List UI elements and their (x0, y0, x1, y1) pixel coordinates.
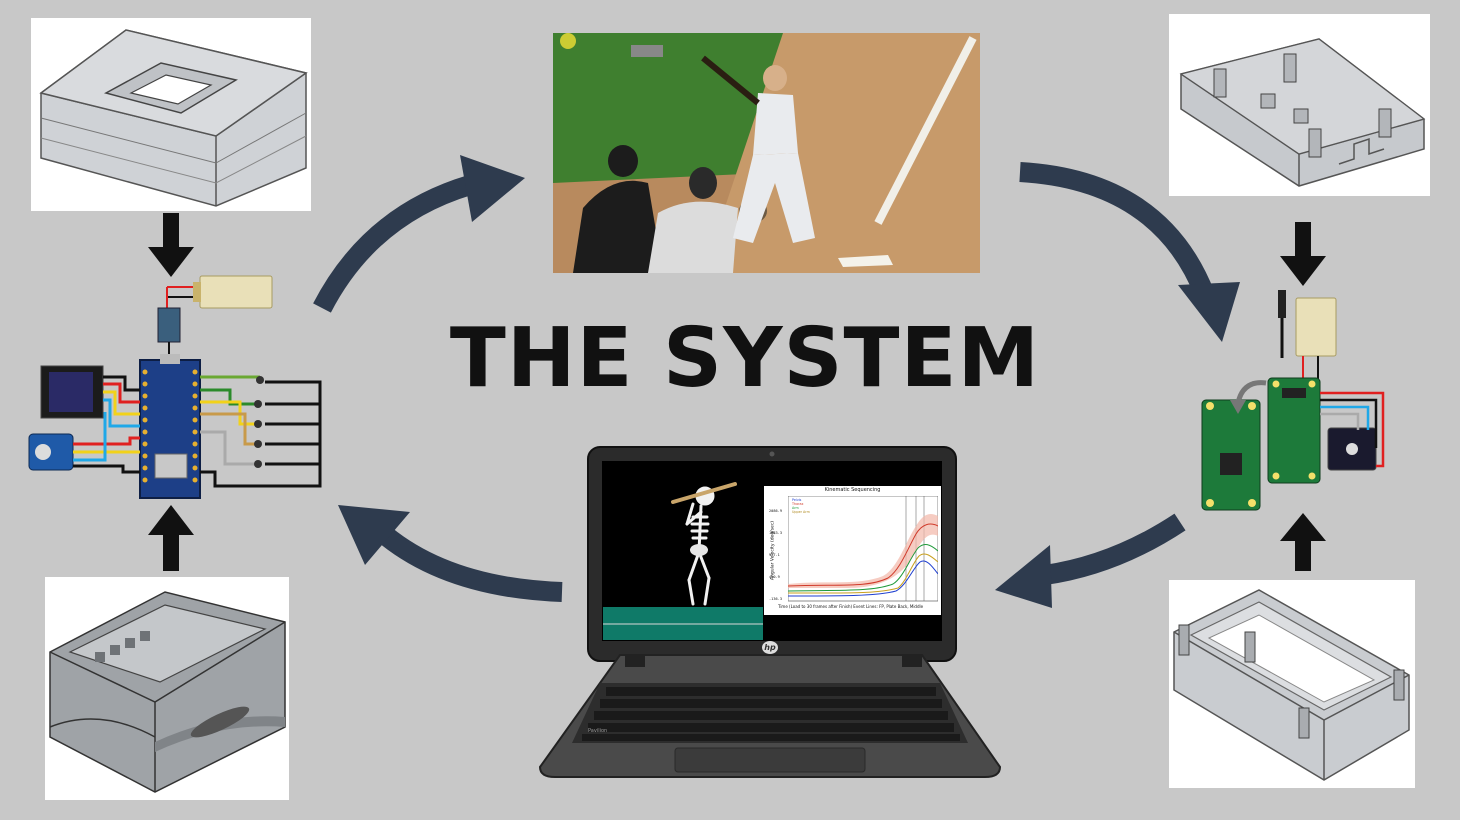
y-tick: 1533.3 (769, 531, 782, 535)
legend-item: Arm (792, 506, 799, 510)
button-icon (254, 400, 262, 408)
baseball-video-frame (553, 33, 980, 273)
circuit-raspberry-pi (1201, 290, 1385, 511)
button-icon (254, 440, 262, 448)
cad-lid-left (31, 18, 311, 211)
arrowhead-left-to-top (460, 155, 525, 222)
raspberry-pi-zero-icon (1267, 377, 1321, 484)
button-icon (254, 460, 262, 468)
charger-module-icon (157, 307, 181, 343)
chart-x-label: Time (Load to 30 frames after Finish) Ev… (778, 604, 924, 609)
arrow-laptop-to-left (378, 527, 563, 602)
button-icon (254, 420, 262, 428)
kinematic-chart-panel: Kinematic Sequencing Angular Velocity (d… (764, 486, 941, 615)
legend-item: Pelvis (792, 498, 802, 502)
arrowhead-top-to-right (1178, 282, 1240, 342)
chart-y-ticks: 2086.9 1533.3 977.1 420.9 -136.3 (769, 500, 782, 610)
chart-plot-area (788, 496, 938, 602)
circuit-arduino (28, 275, 322, 499)
y-tick: 977.1 (769, 553, 780, 557)
button-icon (256, 376, 264, 384)
legend-item: Thorax (792, 502, 804, 506)
chart-title: Kinematic Sequencing (824, 487, 881, 493)
arrow-up-icon (148, 505, 194, 571)
skeleton-view (603, 462, 763, 640)
chart-legend: Pelvis Thorax Arm Upper Arm (792, 498, 810, 514)
arrow-top-to-right (1019, 162, 1215, 299)
arrow-left-to-top (313, 175, 473, 313)
y-tick: 420.9 (769, 575, 780, 579)
battery-icon (199, 275, 273, 309)
laptop: Kinematic Sequencing Angular Velocity (d… (530, 445, 1010, 780)
arrow-up-icon (1280, 513, 1326, 571)
legend-item: Upper Arm (792, 510, 810, 514)
page-title: THE SYSTEM (449, 311, 1041, 406)
cad-base-right (1169, 580, 1415, 788)
hp-logo: hp (762, 641, 778, 654)
y-tick: -136.3 (769, 597, 782, 601)
cad-lid-right (1169, 14, 1430, 196)
arrowhead-laptop-to-left (338, 505, 410, 565)
arrow-down-icon (1280, 222, 1326, 286)
y-tick: 2086.9 (769, 509, 782, 513)
arrow-right-to-laptop (1043, 513, 1186, 585)
arrowhead-right-to-laptop (995, 545, 1052, 608)
arrow-down-icon (148, 213, 194, 277)
laptop-model-label: Pavilion (588, 728, 608, 734)
battery-icon (1295, 297, 1337, 357)
cad-base-left (45, 577, 289, 800)
